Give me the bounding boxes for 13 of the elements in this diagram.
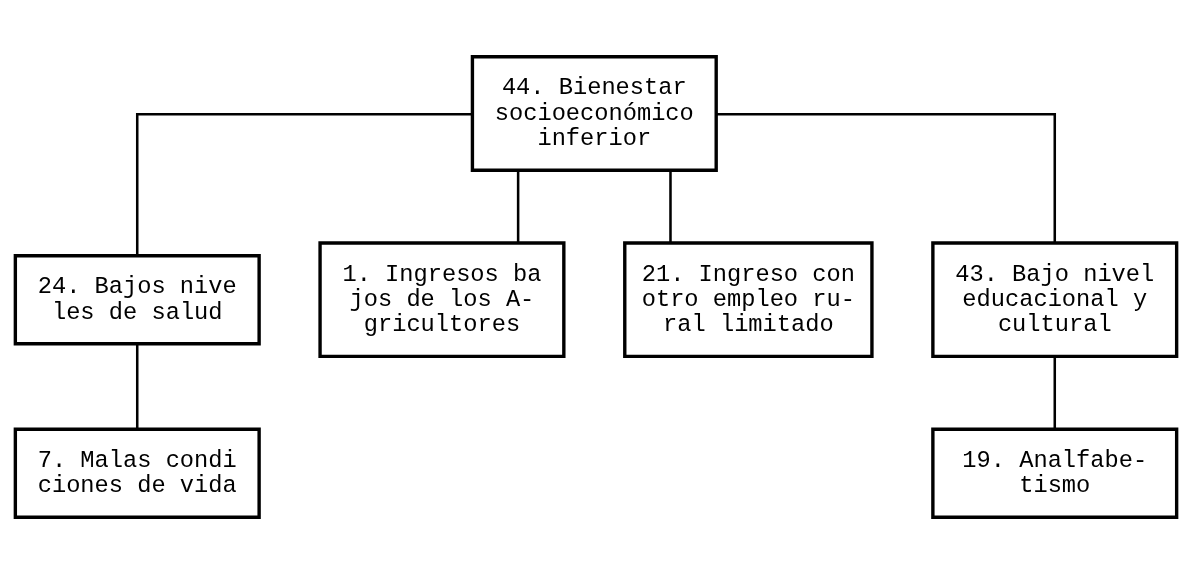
connector [716, 112, 1057, 243]
connector [135, 343, 139, 429]
node-box: 19. Analfabe- tismo [931, 427, 1179, 519]
connector [669, 169, 672, 243]
node-box: 24. Bajos nive les de salud [13, 253, 261, 345]
node-box: 43. Bajo nivel educacional y cultural [931, 240, 1179, 358]
node-box: 7. Malas condi ciones de vida [13, 427, 261, 519]
connector [516, 169, 520, 243]
connector [135, 112, 473, 255]
node-box: 44. Bienestar socioeconómico inferior [470, 54, 718, 172]
connector [1053, 356, 1057, 429]
node-box: 21. Ingreso con otro empleo ru- ral limitado [623, 240, 874, 358]
node-box: 1. Ingresos ba jos de los A- gricultores [318, 240, 566, 358]
